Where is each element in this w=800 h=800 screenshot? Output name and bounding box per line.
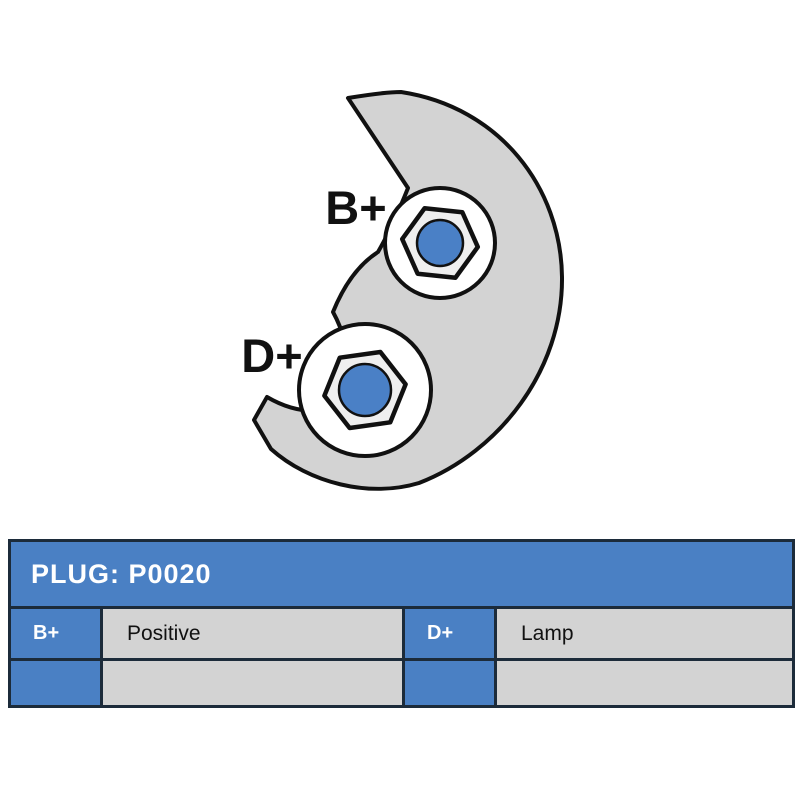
empty-function-cell-1 (100, 658, 405, 708)
terminal-d-label: D+ (241, 329, 302, 382)
terminal-d-nut (322, 349, 408, 431)
empty-terminal-cell-1 (8, 658, 103, 708)
terminal-b-stud (415, 218, 465, 268)
table-row: B+ Positive D+ Lamp (8, 606, 796, 661)
table-title: PLUG: P0020 (7, 539, 796, 609)
table-header-row: PLUG: P0020 (7, 539, 796, 609)
function-cell-positive: Positive (100, 606, 405, 661)
empty-terminal-cell-2 (402, 658, 497, 708)
plug-spec-table: PLUG: P0020 B+ Positive D+ Lamp (7, 539, 796, 708)
plug-diagram: B+ D+ (241, 90, 565, 491)
terminal-cell-d: D+ (402, 606, 497, 661)
terminal-b-label: B+ (325, 181, 386, 234)
terminal-b-nut (399, 206, 481, 280)
plug-body (252, 90, 565, 491)
terminal-cell-b: B+ (8, 606, 103, 661)
empty-function-cell-2 (493, 658, 796, 708)
terminal-d-stud (337, 362, 393, 418)
function-cell-lamp: Lamp (493, 606, 796, 661)
table-row-empty (8, 658, 796, 708)
